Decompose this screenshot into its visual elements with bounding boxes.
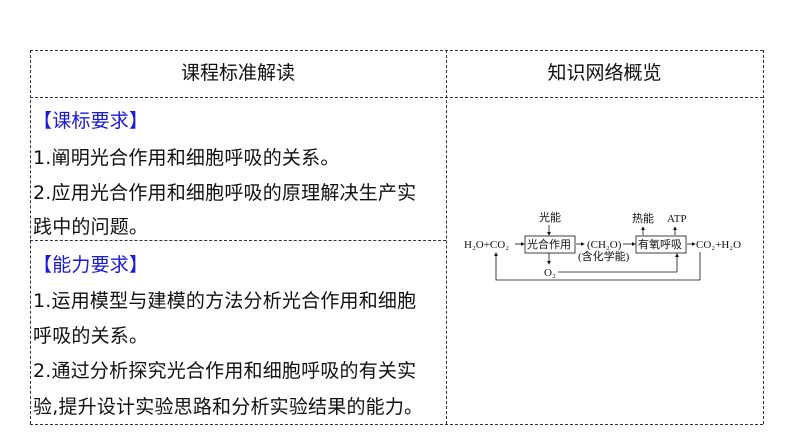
section-divider [30, 240, 446, 241]
table-border-top [30, 50, 763, 51]
table-border-left [30, 50, 31, 424]
oxygen-label: O₂ [544, 267, 556, 279]
atp-label: ATP [667, 213, 687, 225]
output-label: CO₂+H₂O [696, 239, 741, 251]
header-divider [30, 97, 763, 98]
text-line: 验,提升设计实验思路和分析实验结果的能力。 [33, 396, 424, 418]
photosynthesis-label: 光合作用 [527, 237, 571, 251]
header-knowledge-network: 知识网络概览 [547, 62, 662, 84]
light-energy-label: 光能 [539, 210, 561, 224]
column-divider [446, 50, 447, 424]
section-title-curriculum: 【课标要求】 [33, 110, 149, 132]
table-border-bottom [30, 424, 763, 425]
text-line: 践中的问题。 [33, 216, 149, 238]
text-line: 2.应用光合作用和细胞呼吸的原理解决生产实 [33, 182, 417, 204]
input-label: H₂O+CO₂ [464, 239, 509, 251]
product-label: (CH₂O) [587, 239, 622, 251]
respiration-label: 有氧呼吸 [638, 237, 682, 251]
heat-label: 热能 [632, 211, 654, 225]
header-curriculum: 课程标准解读 [180, 62, 295, 84]
text-line: 2.通过分析探究光合作用和细胞呼吸的有关实 [33, 360, 417, 382]
knowledge-diagram: H₂O+CO₂ 光能 光合作用 (CH₂O) (含化学能) O₂ 有氧呼吸 热能… [464, 210, 741, 281]
text-line: 1.运用模型与建模的方法分析光合作用和细胞 [33, 290, 417, 312]
photosynthesis-box [524, 235, 576, 254]
section-title-ability: 【能力要求】 [33, 254, 149, 276]
text-line: 呼吸的关系。 [33, 325, 149, 347]
table-border-right [763, 50, 764, 424]
respiration-box [635, 235, 687, 254]
text-line: 1.阐明光合作用和细胞呼吸的关系。 [33, 147, 340, 169]
product-note: (含化学能) [578, 249, 630, 263]
